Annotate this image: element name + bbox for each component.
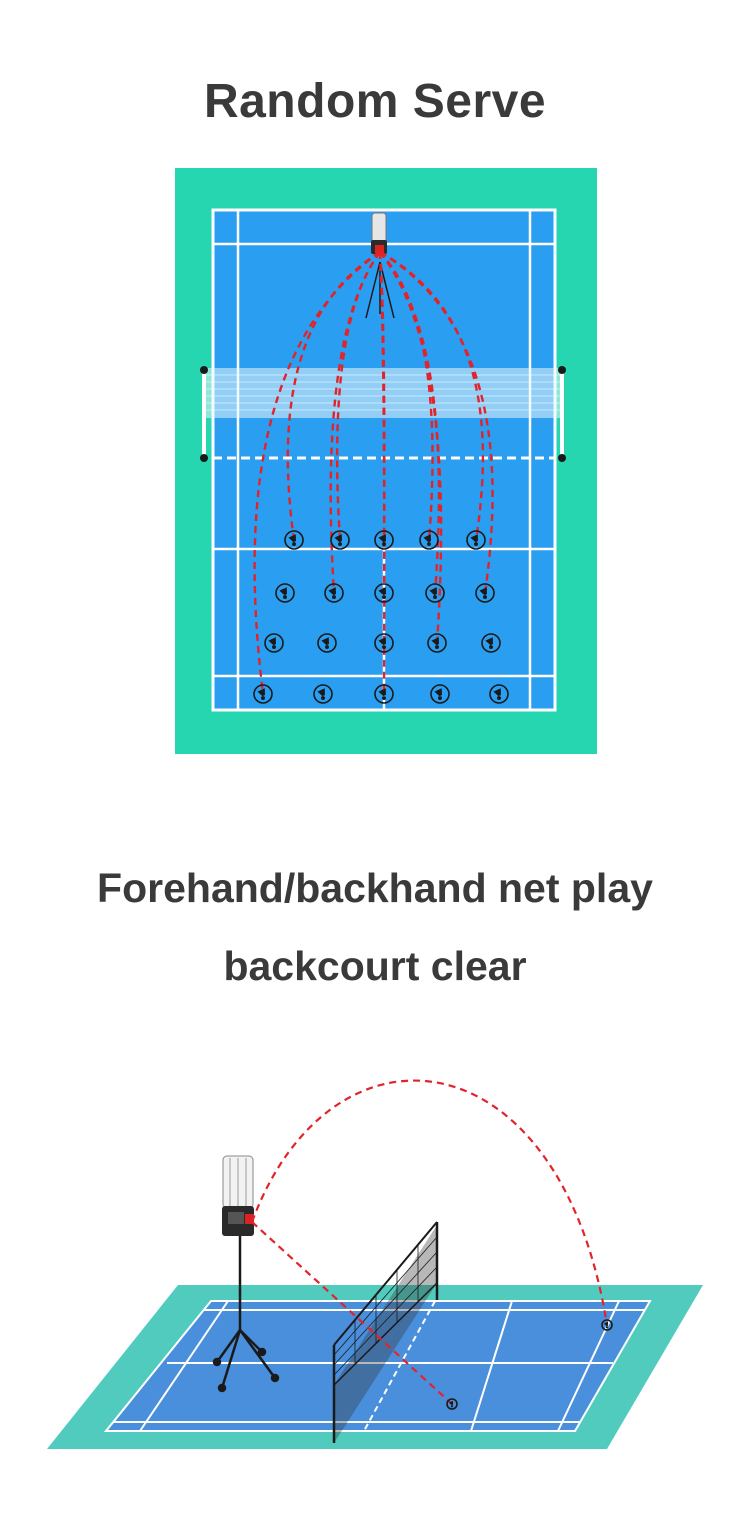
shuttlecock-target-icon xyxy=(374,530,394,550)
shuttlecock-target-icon xyxy=(446,1398,458,1410)
shuttlecock-target-icon xyxy=(481,633,501,653)
section-title-line-2: backcourt clear xyxy=(223,943,527,989)
shuttlecock-target-icon xyxy=(264,633,284,653)
shuttlecock-target-icon xyxy=(374,583,394,603)
shuttle-launcher-icon xyxy=(371,212,387,254)
tripod-icon xyxy=(212,1233,280,1393)
shuttle-launcher-icon xyxy=(222,1155,254,1236)
shuttlecock-target-icon xyxy=(330,530,350,550)
serve-trajectory xyxy=(379,250,494,594)
net-icon xyxy=(332,1221,439,1443)
shuttlecock-target-icon xyxy=(324,583,344,603)
shuttlecock-target-icon xyxy=(275,583,295,603)
section-title-random-serve: Random Serve xyxy=(203,75,547,128)
serve-trajectory xyxy=(378,251,386,541)
net-play-and-clear-trajectories xyxy=(250,1079,609,1405)
court-lines-perspective xyxy=(103,1300,652,1432)
shot-trajectory xyxy=(251,1221,453,1405)
shuttlecock-target-icon xyxy=(427,633,447,653)
shuttlecock-target-icon xyxy=(374,684,394,704)
shuttlecock-target-icon xyxy=(425,583,445,603)
shuttlecock-target-icon xyxy=(466,530,486,550)
shuttlecock-target-icon xyxy=(317,633,337,653)
shuttlecock-target-icon xyxy=(284,530,304,550)
shuttlecock-target-icon xyxy=(374,633,394,653)
shot-trajectory xyxy=(250,1079,609,1326)
serve-trajectory xyxy=(286,250,381,541)
section-title-line-1: Forehand/backhand net play xyxy=(97,865,653,911)
shuttlecock-target-icon xyxy=(430,684,450,704)
shuttlecock-target-icon xyxy=(419,530,439,550)
shuttlecock-target-icon xyxy=(313,684,333,704)
target-grid xyxy=(253,530,509,704)
serve-trajectories xyxy=(253,250,494,695)
shuttlecock-target-icon xyxy=(253,684,273,704)
shuttlecock-target-icon xyxy=(601,1319,613,1331)
serve-trajectory xyxy=(335,251,381,541)
landing-targets xyxy=(446,1319,613,1410)
shuttlecock-target-icon xyxy=(475,583,495,603)
shuttlecock-target-icon xyxy=(489,684,509,704)
